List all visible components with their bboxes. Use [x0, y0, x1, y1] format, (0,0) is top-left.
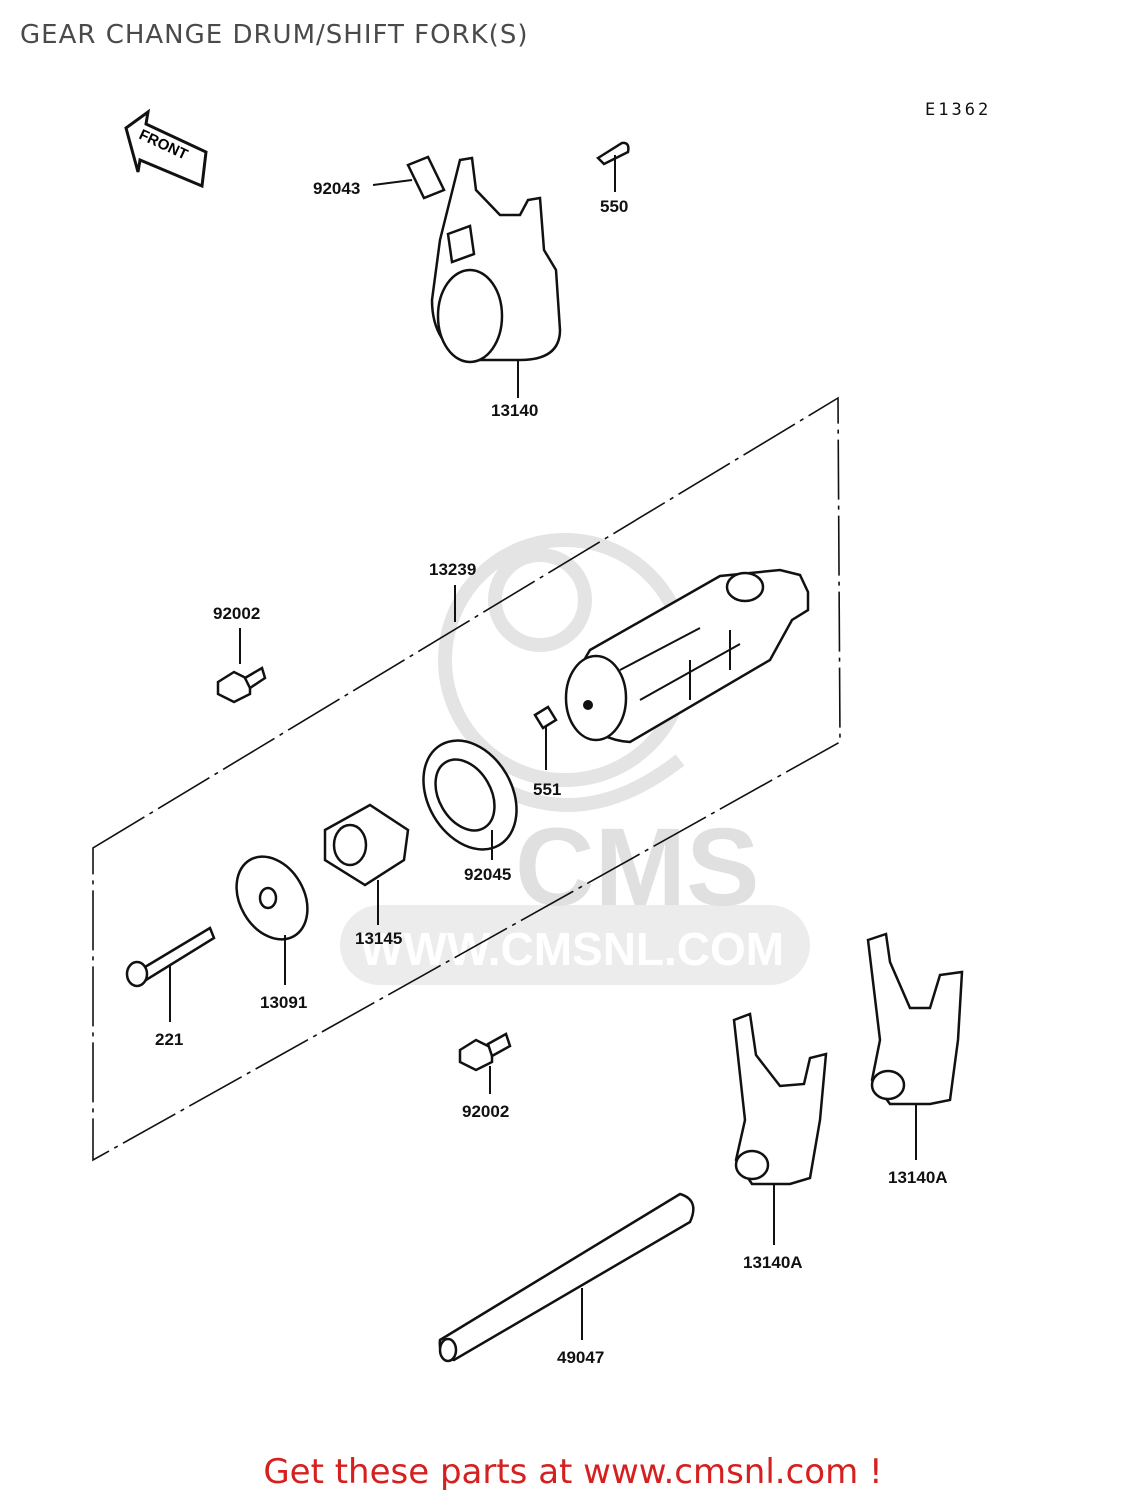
watermark-brand: CMS: [515, 806, 759, 929]
assembly-boundary: [92, 396, 841, 1162]
pin-plate-13145-shape: [323, 803, 410, 925]
part-label-13239: 13239: [429, 560, 476, 579]
shift-fork-13140-shape: [430, 156, 562, 398]
part-label-13140A-right: 13140A: [888, 1168, 948, 1187]
bearing-92045-shape: [422, 739, 518, 860]
part-label-13091: 13091: [260, 993, 307, 1012]
part-label-49047: 49047: [557, 1348, 604, 1367]
part-label-92002-top: 92002: [213, 604, 260, 623]
diagram-code: E1362: [925, 100, 992, 120]
cotter-pin-550-shape: [596, 141, 630, 192]
footer-cta-link[interactable]: Get these parts at www.cmsnl.com !: [263, 1452, 883, 1492]
bolt-92002-top-shape: [216, 628, 267, 704]
part-label-92002-bottom: 92002: [462, 1102, 509, 1121]
bolt-92002-bottom-shape: [458, 1032, 512, 1094]
shaft-49047-shape: [438, 1192, 695, 1363]
plate-13091-shape: [235, 855, 309, 985]
screw-221-shape: [125, 926, 216, 1022]
shift-fork-13140A-left-shape: [732, 1012, 828, 1245]
part-label-13140: 13140: [491, 401, 538, 420]
watermark-url: WWW.CMSNL.COM: [360, 923, 784, 975]
part-label-92045: 92045: [464, 865, 511, 884]
part-label-550: 550: [600, 197, 628, 216]
shift-fork-13140A-right-shape: [866, 932, 964, 1160]
pin-551-shape: [533, 705, 558, 770]
part-label-13145: 13145: [355, 929, 402, 948]
part-label-551: 551: [533, 780, 561, 799]
front-arrow: FRONT: [124, 108, 208, 189]
part-label-221: 221: [155, 1030, 183, 1049]
pin-92043-shape: [372, 155, 446, 200]
drum-13239-shape: [454, 568, 810, 744]
part-label-13140A-left: 13140A: [743, 1253, 803, 1272]
part-label-92043: 92043: [313, 179, 360, 198]
page-title: GEAR CHANGE DRUM/SHIFT FORK(S): [20, 20, 529, 50]
